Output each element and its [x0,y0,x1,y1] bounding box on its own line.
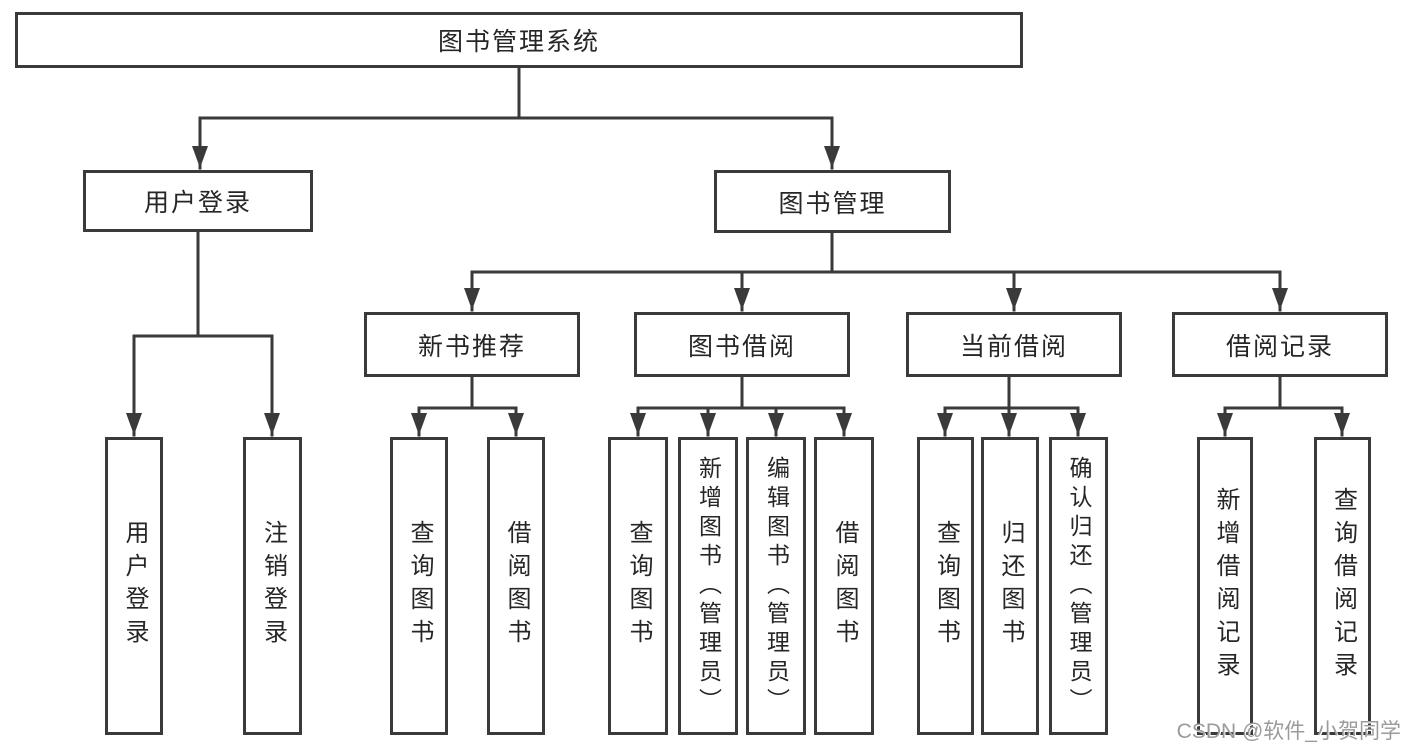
leaf-confirm-return-admin: 确认归还（管理员） [1049,437,1108,735]
node-label: 新书推荐 [417,332,526,361]
leaf-query-books-current: 查询图书 [917,437,974,735]
leaf-label: 借阅图书 [831,520,858,652]
node-current-borrowing: 当前借阅 [906,312,1122,377]
csdn-watermark: CSDN @软件_小贺同学 [1176,720,1401,743]
leaf-return-books: 归还图书 [981,437,1039,735]
leaf-logout: 注销登录 [243,437,302,735]
leaf-label: 查询图书 [625,520,652,652]
leaf-query-borrow-record: 查询借阅记录 [1314,437,1371,735]
leaf-label: 归还图书 [997,520,1024,652]
node-label: 借阅记录 [1225,332,1334,361]
leaf-label: 确认归还（管理员） [1066,455,1092,717]
node-borrowing-records: 借阅记录 [1172,312,1388,377]
leaf-label: 新增借阅记录 [1212,487,1239,685]
leaf-borrow-books-recommend: 借阅图书 [487,437,545,735]
leaf-user-login: 用户登录 [105,437,163,735]
leaf-label: 新增图书（管理员） [695,455,722,717]
node-label: 图书管理系统 [437,28,600,56]
node-library-management-system: 图书管理系统 [15,12,1023,68]
leaf-add-books-admin: 新增图书（管理员） [678,437,738,735]
leaf-borrow-books: 借阅图书 [814,437,874,735]
leaf-add-borrow-record: 新增借阅记录 [1197,437,1253,735]
leaf-label: 用户登录 [121,520,148,652]
node-new-book-recommendation: 新书推荐 [364,312,580,377]
leaf-label: 借阅图书 [503,520,530,652]
leaf-label: 查询图书 [932,520,960,652]
leaf-query-books-borrowing: 查询图书 [608,437,668,735]
node-book-management: 图书管理 [714,170,951,233]
node-user-login: 用户登录 [83,170,313,232]
leaf-edit-books-admin: 编辑图书（管理员） [746,437,806,735]
node-book-borrowing: 图书借阅 [634,312,850,377]
leaf-label: 查询图书 [406,520,433,652]
node-label: 图书借阅 [687,332,796,361]
node-label: 图书管理 [778,189,887,218]
node-label: 当前借阅 [959,332,1068,361]
leaf-label: 编辑图书（管理员） [763,455,790,717]
leaf-label: 注销登录 [259,520,287,652]
leaf-query-books-recommend: 查询图书 [390,437,448,735]
leaf-label: 查询借阅记录 [1329,487,1357,685]
node-label: 用户登录 [143,189,252,217]
